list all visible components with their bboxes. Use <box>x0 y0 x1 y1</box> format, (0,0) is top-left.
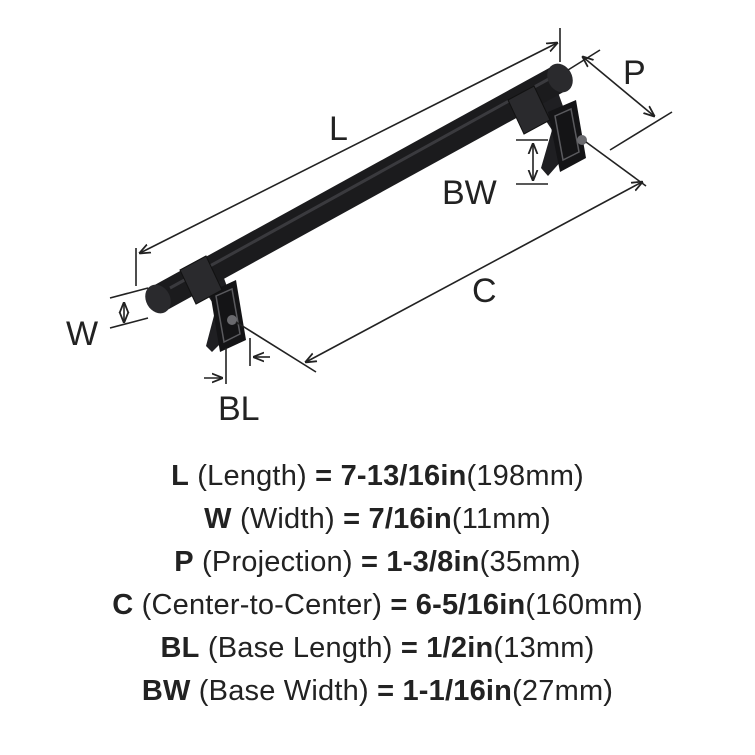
spec-equals: = <box>400 632 419 664</box>
dimension-specs-list: L (Length) = 7-13/16in(198mm) W (Width) … <box>0 455 755 713</box>
spec-value: 1/2in <box>426 632 494 664</box>
spec-equals: = <box>390 589 408 621</box>
spec-value: 7/16in <box>368 503 452 535</box>
spec-equals: = <box>360 546 379 578</box>
spec-name: (Length) <box>197 460 307 492</box>
spec-length: L (Length) = 7-13/16in(198mm) <box>0 455 755 498</box>
spec-metric: (27mm) <box>512 675 614 707</box>
left-collar <box>179 255 223 305</box>
spec-name: (Base Width) <box>198 675 369 707</box>
spec-equals: = <box>343 503 361 535</box>
label-bl: BL <box>218 390 260 428</box>
cabinet-pull-handle <box>145 63 587 352</box>
spec-value: 7-13/16in <box>340 460 467 492</box>
spec-projection: P (Projection) = 1-3/8in(35mm) <box>0 541 755 584</box>
spec-name: (Projection) <box>202 546 353 578</box>
label-l: L <box>329 110 348 148</box>
spec-name: (Center-to-Center) <box>141 589 383 621</box>
spec-code: P <box>174 546 194 578</box>
spec-width: W (Width) = 7/16in(11mm) <box>0 498 755 541</box>
handle-dimension-diagram: L P BW W C BL <box>66 28 673 428</box>
spec-metric: (11mm) <box>451 503 551 535</box>
spec-equals: = <box>315 460 333 492</box>
spec-base-length: BL (Base Length) = 1/2in(13mm) <box>0 627 755 670</box>
spec-center-to-center: C (Center-to-Center) = 6-5/16in(160mm) <box>0 584 755 627</box>
label-w: W <box>66 315 98 353</box>
dimension-lines <box>109 28 673 384</box>
spec-code: BW <box>141 675 191 707</box>
label-p: P <box>623 54 646 92</box>
spec-metric: (35mm) <box>479 546 581 578</box>
spec-metric: (198mm) <box>466 460 584 492</box>
label-c: C <box>472 272 497 310</box>
spec-base-width: BW (Base Width) = 1-1/16in(27mm) <box>0 670 755 713</box>
spec-name: (Width) <box>239 503 335 535</box>
spec-metric: (13mm) <box>493 632 595 664</box>
spec-equals: = <box>377 675 395 707</box>
spec-metric: (160mm) <box>525 589 643 621</box>
spec-value: 1-3/8in <box>386 546 480 578</box>
spec-code: BL <box>160 632 200 664</box>
spec-name: (Base Length) <box>207 632 393 664</box>
spec-value: 1-1/16in <box>402 675 513 707</box>
spec-code: C <box>112 589 134 621</box>
spec-code: L <box>171 460 189 492</box>
spec-value: 6-5/16in <box>415 589 526 621</box>
spec-code: W <box>204 503 232 535</box>
label-bw: BW <box>442 174 497 212</box>
